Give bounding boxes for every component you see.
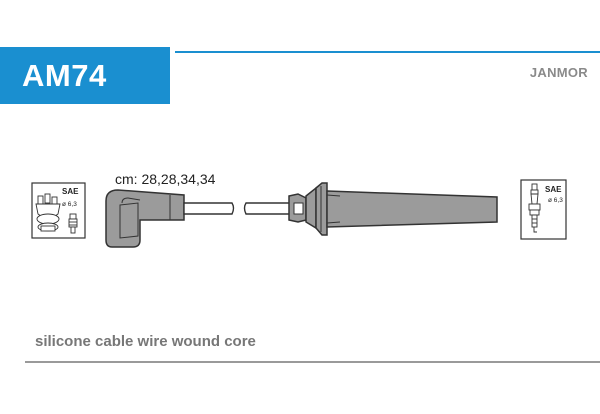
left-plug-pin-icon: [68, 213, 78, 234]
part-code-banner: AM74: [0, 47, 170, 104]
left-diameter: ø 6,3: [62, 201, 77, 208]
spark-plug-icon: [528, 183, 541, 233]
cable: [183, 202, 291, 215]
distributor-cap-icon: [35, 193, 61, 232]
part-code: AM74: [22, 57, 107, 93]
right-standard: SAE: [545, 185, 562, 194]
brand-name: JANMOR: [529, 65, 588, 80]
cable-description: silicone cable wire wound core: [35, 333, 256, 350]
right-diameter: ø 6,3: [548, 197, 563, 204]
header-divider: [175, 51, 600, 53]
straight-boot: [288, 182, 498, 236]
footer-divider: [25, 361, 600, 363]
distributor-terminal: SAE ø 6,3: [31, 182, 86, 239]
cable-lengths: cm: 28,28,34,34: [115, 171, 216, 187]
angled-boot: [105, 189, 185, 248]
left-standard: SAE: [62, 187, 79, 196]
spark-plug-terminal: SAE ø 6,3: [520, 179, 567, 240]
